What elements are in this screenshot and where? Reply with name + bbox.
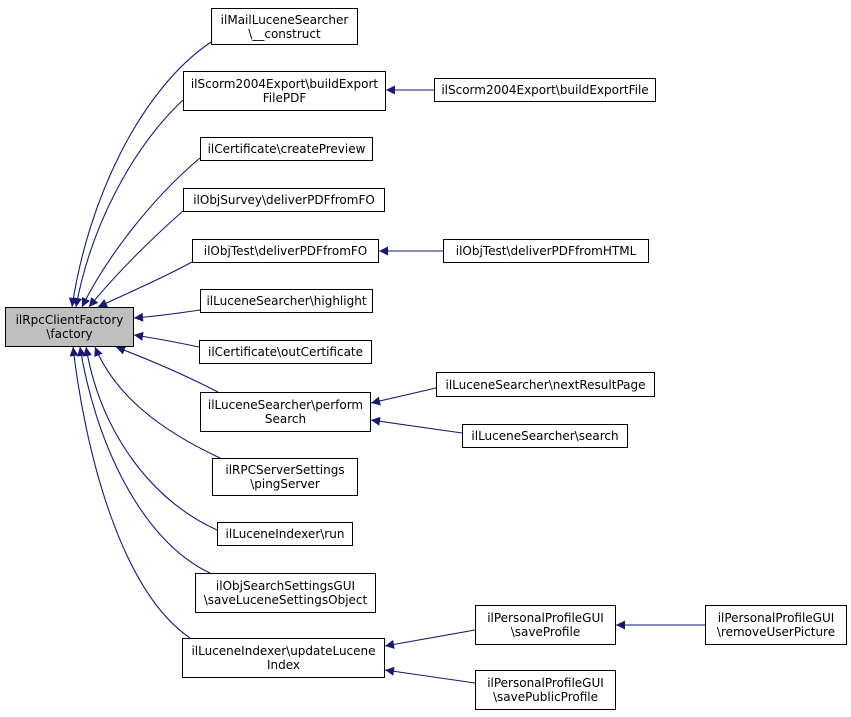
node-third-line2: \removeUserPicture [716, 625, 836, 639]
node-second-line2: \savePublicProfile [493, 690, 598, 704]
node-caller-line2: \__construct [248, 26, 321, 41]
node-second-line1: ilPersonalProfileGUI [487, 611, 604, 625]
node-second-personal-profile-save-public-profile[interactable]: ilPersonalProfileGUI \savePublicProfile [475, 670, 616, 710]
node-second-line1: ilLuceneSearcher\search [471, 429, 619, 443]
node-caller-certificate-create-preview[interactable]: ilCertificate\createPreview [200, 137, 373, 161]
edge-lucene-highlight [133, 309, 201, 322]
node-caller-lucene-searcher-highlight[interactable]: ilLuceneSearcher\highlight [200, 289, 373, 313]
node-second-line1: ilObjTest\deliverPDFfromHTML [455, 244, 637, 258]
node-caller-obj-search-settings-gui-save[interactable]: ilObjSearchSettingsGUI \saveLuceneSettin… [195, 573, 376, 613]
edge-test-deliver-pdf [97, 261, 193, 308]
node-caller-line1: ilRPCServerSettings [225, 463, 345, 477]
edge-save-profile [384, 629, 476, 649]
node-caller-line1: ilLuceneIndexer\run [225, 527, 345, 541]
node-second-personal-profile-save-profile[interactable]: ilPersonalProfileGUI \saveProfile [475, 605, 616, 645]
node-caller-line2: \pingServer [250, 477, 320, 491]
edge-save-public-profile [384, 666, 476, 684]
node-caller-line2: FilePDF [262, 91, 307, 105]
edge-certificate-create-preview [81, 157, 201, 308]
node-second-scorm-build-export-file[interactable]: ilScorm2004Export\buildExportFile [434, 78, 656, 102]
node-caller-obj-survey-deliver-pdf-from-fo[interactable]: ilObjSurvey\deliverPDFfromFO [183, 188, 385, 212]
node-caller-certificate-out-certificate[interactable]: ilCertificate\outCertificate [199, 340, 372, 364]
node-caller-obj-test-deliver-pdf-from-fo[interactable]: ilObjTest\deliverPDFfromFO [192, 239, 379, 263]
node-caller-line1: ilCertificate\createPreview [207, 142, 366, 156]
node-caller-scorm-build-export-file-pdf[interactable]: ilScorm2004Export\buildExport FilePDF [183, 71, 386, 111]
edge-search-settings-save [76, 346, 211, 574]
edge-survey-deliver-pdf [88, 210, 184, 308]
edge-lucene-search [370, 416, 463, 434]
edge-next-result-page [370, 387, 437, 406]
node-caller-line1: ilCertificate\outCertificate [207, 345, 364, 359]
node-third-line1: ilPersonalProfileGUI [717, 611, 835, 625]
node-caller-line1: ilLuceneSearcher\perform [207, 398, 364, 412]
node-caller-line1: ilObjSurvey\deliverPDFfromFO [193, 193, 375, 207]
node-caller-mail-lucene-searcher-construct[interactable]: ilMailLuceneSearcher \__construct [211, 8, 358, 45]
node-caller-line1: ilLuceneIndexer\updateLucene [191, 644, 376, 658]
node-caller-line1: ilScorm2004Export\buildExport [190, 77, 379, 91]
node-root: ilRpcClientFactory \factory [5, 307, 134, 347]
node-caller-lucene-searcher-perform-search[interactable]: ilLuceneSearcher\perform Search [200, 392, 371, 432]
node-second-obj-test-deliver-pdf-from-html[interactable]: ilObjTest\deliverPDFfromHTML [443, 239, 649, 263]
node-caller-line1: ilObjSearchSettingsGUI [215, 579, 356, 593]
edge-scorm-export-pdf [73, 99, 184, 308]
node-caller-line1: ilLuceneSearcher\highlight [206, 294, 367, 308]
node-second-lucene-searcher-next-result-page[interactable]: ilLuceneSearcher\nextResultPage [436, 372, 655, 397]
edge-lucene-perform-search [115, 346, 219, 393]
edge-lucene-update-index [69, 346, 191, 639]
node-second-line2: \saveProfile [510, 625, 581, 639]
node-second-lucene-searcher-search[interactable]: ilLuceneSearcher\search [462, 424, 628, 448]
node-root-line2: \factory [46, 327, 93, 341]
edge-rpc-ping-server [94, 346, 221, 459]
node-caller-line1: ilObjTest\deliverPDFfromFO [203, 244, 368, 258]
node-caller-lucene-indexer-update-lucene-index[interactable]: ilLuceneIndexer\updateLucene Index [182, 638, 385, 678]
node-root-line1: ilRpcClientFactory [15, 313, 124, 327]
node-second-line1: ilLuceneSearcher\nextResultPage [445, 377, 646, 392]
node-caller-line1: ilMailLuceneSearcher [220, 12, 349, 27]
node-caller-rpc-server-settings-ping-server[interactable]: ilRPCServerSettings \pingServer [212, 458, 358, 496]
node-caller-line2: Search [264, 412, 307, 426]
node-caller-line2: Index [266, 658, 301, 672]
node-caller-line2: \saveLuceneSettingsObject [203, 593, 368, 607]
edge-mail-searcher-construct [68, 41, 212, 308]
edge-lucene-indexer-run [83, 346, 218, 531]
node-caller-lucene-indexer-run[interactable]: ilLuceneIndexer\run [217, 522, 353, 546]
node-second-line1: ilPersonalProfileGUI [487, 676, 604, 690]
node-second-line1: ilScorm2004Export\buildExportFile [441, 83, 649, 97]
edge-certificate-out [133, 331, 200, 348]
node-third-personal-profile-remove-user-picture[interactable]: ilPersonalProfileGUI \removeUserPicture [705, 605, 847, 645]
